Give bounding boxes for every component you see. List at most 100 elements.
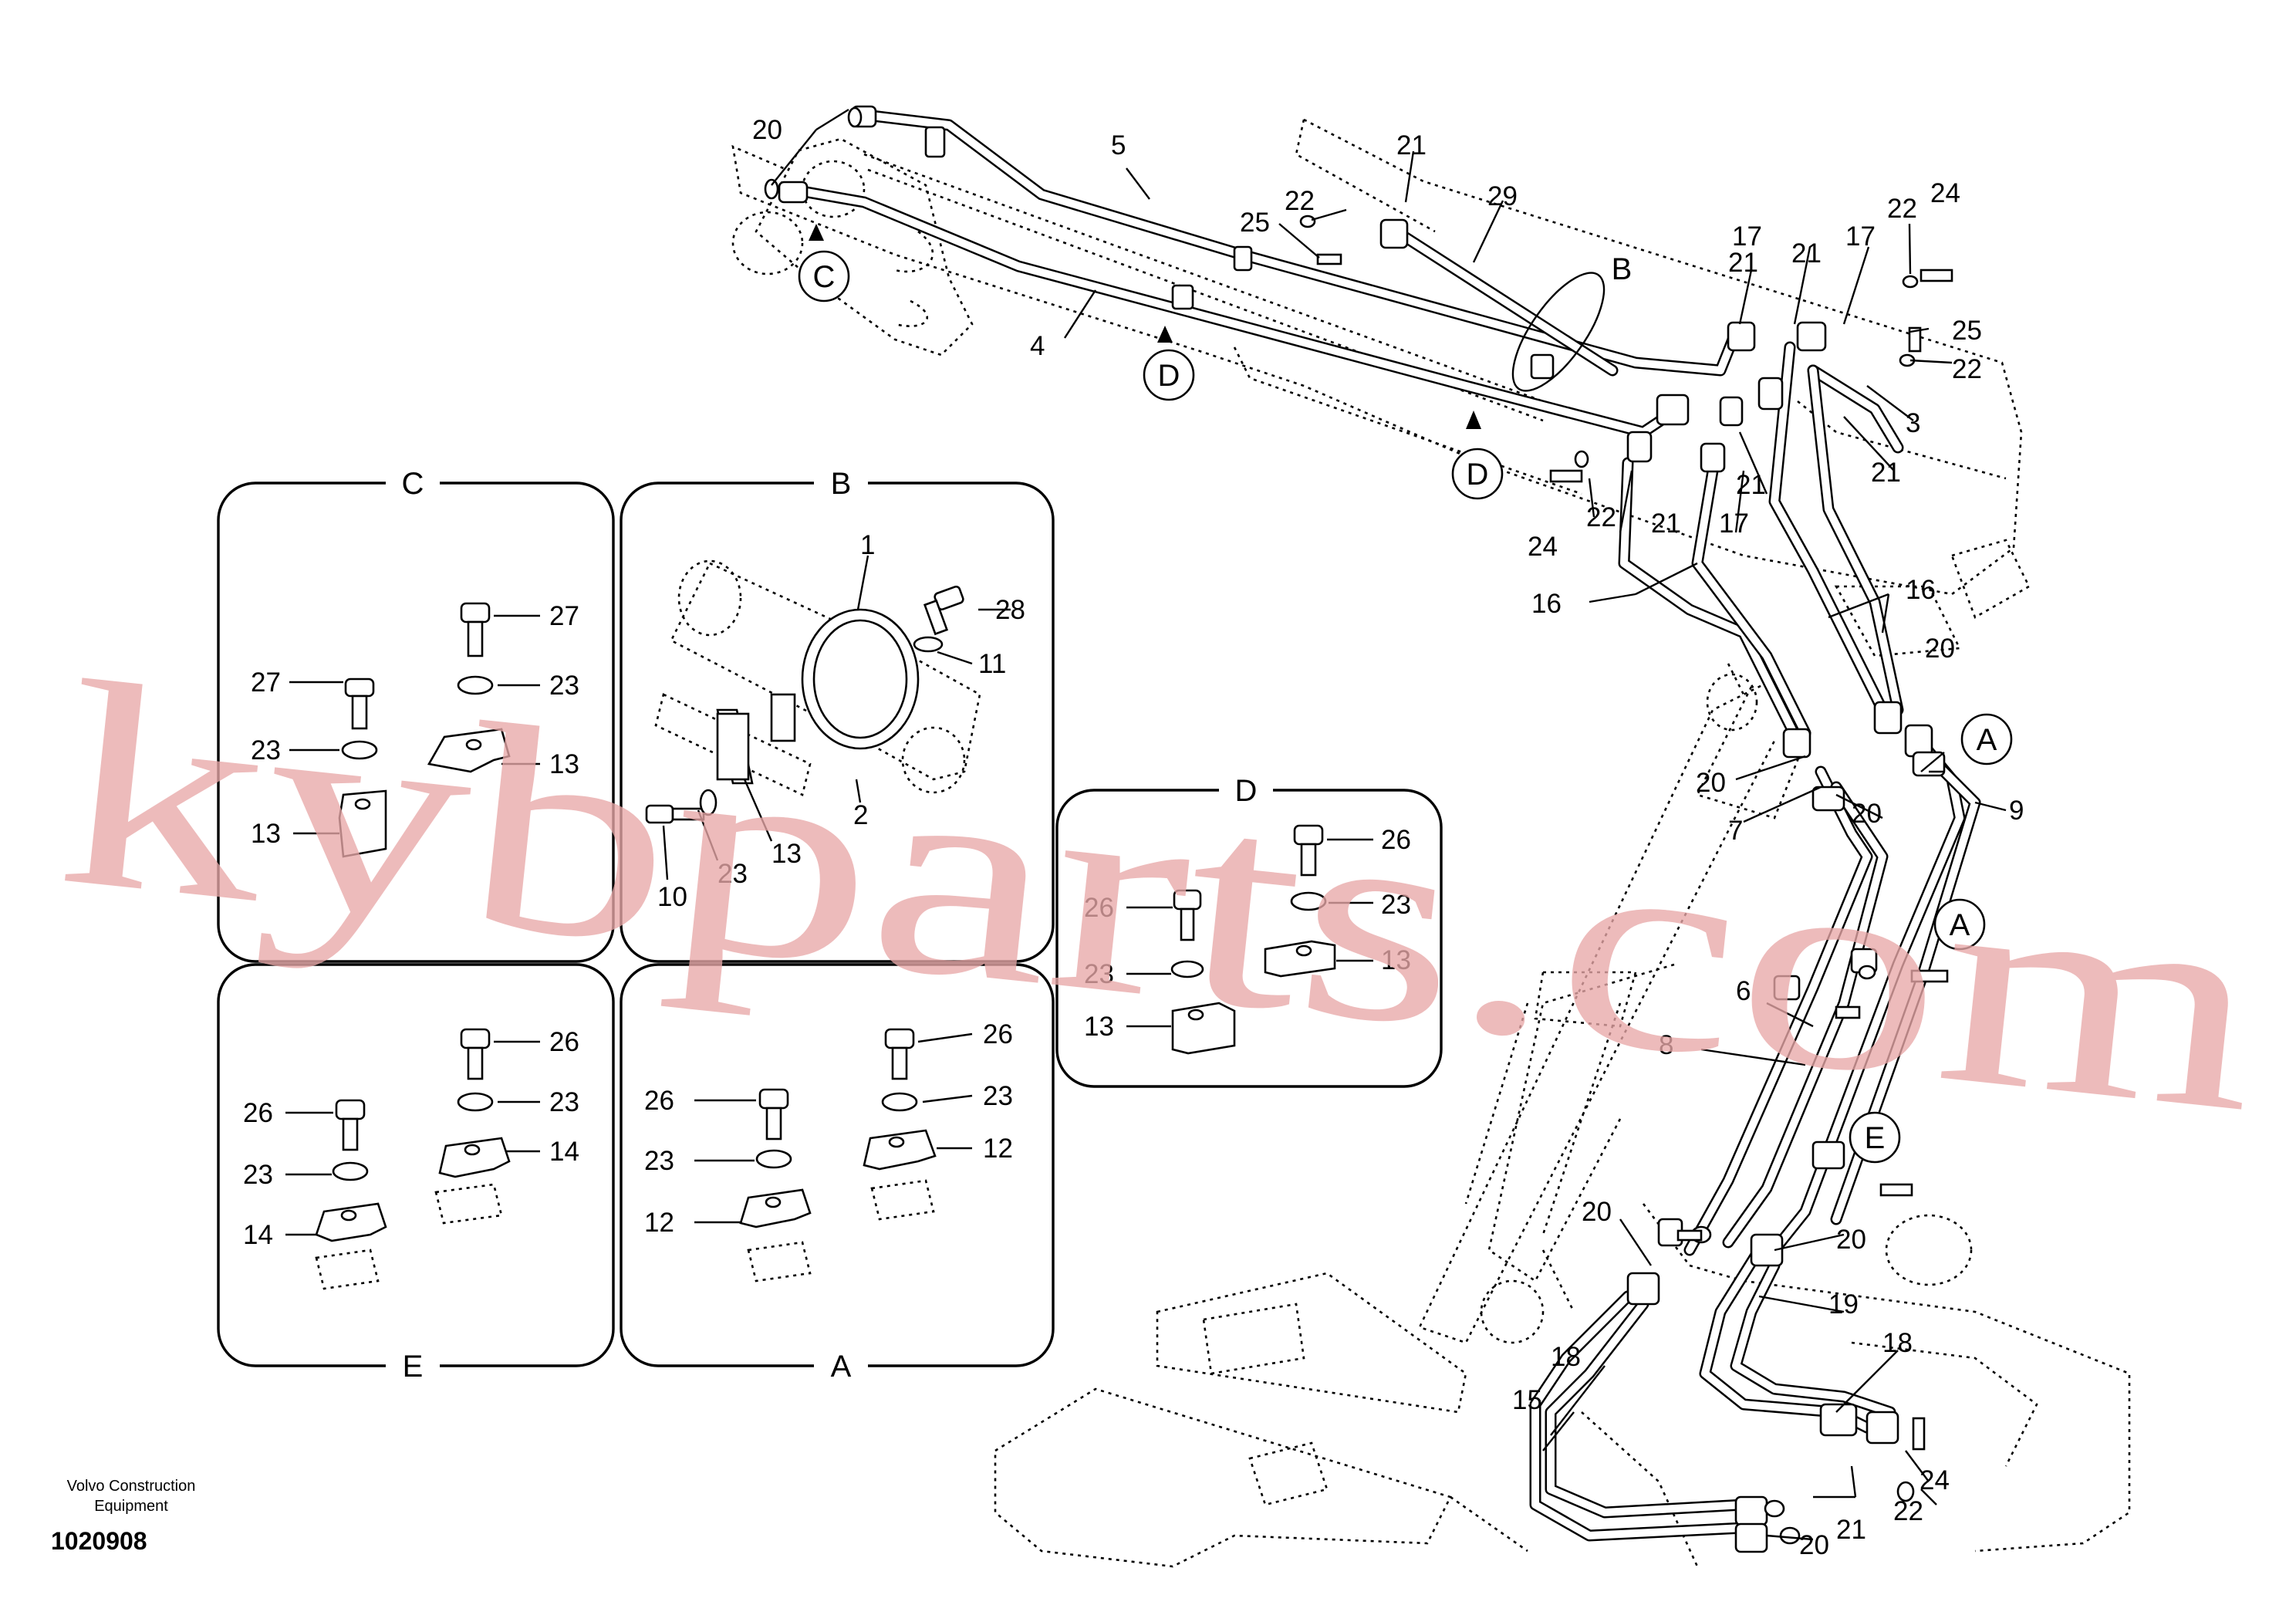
detail-c-title: C: [402, 467, 424, 501]
a-label-23-b: 23: [644, 1146, 674, 1176]
label-25-a: 25: [1240, 208, 1270, 238]
label-15: 15: [1512, 1385, 1542, 1415]
label-24-c: 24: [1920, 1465, 1950, 1495]
view-callouts: C D D B A A E: [798, 224, 2013, 1164]
callout-a-text: A: [1977, 723, 1997, 757]
e-label-14-b: 14: [243, 1220, 273, 1250]
detail-view-c: C 27 23 13 27 23 13: [217, 467, 615, 963]
base-frame-outline: [994, 1203, 2131, 1568]
label-4: 4: [1030, 331, 1045, 361]
callout-d-2: [1451, 448, 1504, 500]
label-17-a: 17: [1732, 221, 1762, 252]
label-20-b: 20: [1925, 634, 1955, 664]
detail-view-a: A 26 23 12 26 23 12: [620, 963, 1055, 1384]
callout-c-text: C: [813, 260, 836, 294]
label-6: 6: [1736, 976, 1751, 1006]
c-label-23: 23: [549, 671, 579, 701]
detail-b-title: B: [831, 467, 852, 501]
d-label-13: 13: [1381, 945, 1411, 975]
label-20-f: 20: [1836, 1225, 1866, 1255]
boom-cylinder-outline: [1418, 673, 1807, 1344]
b-label-10: 10: [657, 882, 687, 912]
b-label-23: 23: [718, 859, 748, 889]
b-label-2: 2: [853, 800, 868, 830]
label-21-a: 21: [1396, 130, 1427, 161]
callout-d-2-text: D: [1467, 458, 1489, 492]
label-22-e: 22: [1893, 1496, 1923, 1526]
callout-e-text: E: [1865, 1121, 1886, 1155]
label-22-d: 22: [1586, 502, 1616, 532]
callout-a: [1960, 713, 2013, 765]
callout-a-2: [1933, 898, 1986, 951]
d-label-26-b: 26: [1084, 893, 1114, 923]
label-24-b: 24: [1528, 532, 1558, 562]
d-label-23-b: 23: [1084, 959, 1114, 989]
label-21-e: 21: [1736, 470, 1766, 500]
label-20-c: 20: [1696, 768, 1726, 798]
b-label-28: 28: [995, 595, 1025, 625]
label-5: 5: [1111, 130, 1126, 161]
label-18-b: 18: [1882, 1328, 1913, 1358]
label-22-a: 22: [1285, 186, 1315, 216]
maker-line-2: Equipment: [94, 1498, 168, 1515]
callout-d: [1143, 349, 1195, 401]
c-label-13: 13: [549, 749, 579, 779]
label-3: 3: [1906, 408, 1920, 438]
detail-view-d: D 26 23 13 26 23 13: [1055, 774, 1443, 1088]
c-label-27: 27: [549, 601, 579, 631]
label-20-e: 20: [1582, 1197, 1612, 1227]
label-22-b: 22: [1887, 194, 1917, 224]
label-16-a: 16: [1531, 589, 1562, 619]
detail-a-title: A: [831, 1350, 852, 1384]
e-label-23: 23: [549, 1087, 579, 1117]
e-label-14: 14: [549, 1137, 579, 1167]
label-25-b: 25: [1952, 316, 1982, 346]
callout-e: [1849, 1111, 1901, 1164]
pipe-lines: [796, 110, 1981, 1542]
d-label-23: 23: [1381, 890, 1411, 920]
label-17-c: 17: [1719, 509, 1749, 539]
label-22-c: 22: [1952, 354, 1982, 384]
detail-view-b: B 1 28 11 2 13 23 10: [620, 467, 1055, 963]
label-21-f: 21: [1651, 509, 1681, 539]
label-20-g: 20: [1799, 1530, 1829, 1560]
b-label-11: 11: [978, 649, 1006, 679]
label-21-c: 21: [1791, 238, 1822, 269]
label-9: 9: [2009, 796, 2024, 826]
callout-a-2-text: A: [1950, 908, 1970, 942]
a-label-23: 23: [983, 1081, 1013, 1111]
a-label-26-b: 26: [644, 1086, 674, 1116]
a-label-12: 12: [983, 1134, 1013, 1164]
boom-outline: [731, 118, 2031, 695]
label-20-a: 20: [752, 115, 782, 145]
label-17-b: 17: [1845, 221, 1876, 252]
label-24-a: 24: [1930, 178, 1960, 208]
leader-lines: [771, 108, 2007, 1541]
b-label-1: 1: [860, 530, 875, 560]
fittings: [764, 105, 1953, 1553]
label-16-b: 16: [1906, 575, 1936, 605]
d-label-13-b: 13: [1084, 1012, 1114, 1042]
a-label-26: 26: [983, 1019, 1013, 1049]
maker-line-1: Volvo Construction: [67, 1478, 196, 1495]
label-18-a: 18: [1551, 1342, 1581, 1372]
b-label-13: 13: [772, 839, 802, 869]
label-21-d: 21: [1871, 458, 1901, 488]
callout-d-text: D: [1158, 359, 1180, 393]
detail-view-e: E 26 23 14 26 23 14: [217, 963, 615, 1384]
e-label-26: 26: [549, 1027, 579, 1057]
label-29: 29: [1487, 181, 1518, 211]
label-19: 19: [1828, 1289, 1859, 1320]
document-number: 1020908: [51, 1527, 147, 1555]
detail-d-title: D: [1235, 774, 1258, 808]
c-label-13-b: 13: [251, 819, 281, 849]
d-label-26: 26: [1381, 825, 1411, 855]
label-7: 7: [1728, 816, 1743, 846]
c-label-23-b: 23: [251, 735, 281, 765]
c-label-27-b: 27: [251, 667, 281, 698]
label-8: 8: [1659, 1030, 1673, 1060]
e-label-26-b: 26: [243, 1098, 273, 1128]
main-view-labels: 20 5 4 21 29 22 25 21 17 21 17 22 24 25 …: [752, 115, 2024, 1560]
callout-b-ellipse: [1511, 272, 1606, 392]
